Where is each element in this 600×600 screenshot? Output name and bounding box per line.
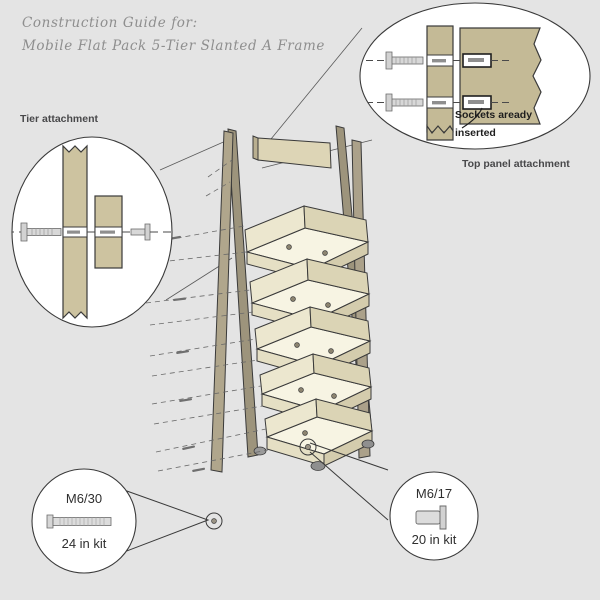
page-title: Construction Guide for: Mobile Flat Pack… — [21, 15, 325, 54]
tier-5 — [264, 398, 374, 467]
tier-attachment-callout: Tier attachment — [11, 113, 173, 328]
detail-bolt-upper — [385, 51, 424, 70]
part-callout-m6-17: M6/17 20 in kit — [309, 442, 479, 561]
dashed-bolt-glyphs — [168, 235, 206, 472]
sockets-note-line-1: Sockets aready — [455, 109, 532, 121]
top-panel-detail-callout: Sockets aready inserted Top panel attach… — [359, 2, 591, 170]
part-quantity-m6-30: 24 in kit — [62, 536, 107, 551]
part-code-m6-30: M6/30 — [66, 491, 102, 506]
bolt-highlight-marker — [299, 438, 317, 456]
leg-front-left — [210, 130, 234, 473]
part-code-m6-17: M6/17 — [416, 486, 452, 501]
casters — [253, 439, 375, 471]
tier-detail-bolt — [20, 222, 62, 242]
part-quantity-m6-17: 20 in kit — [412, 532, 457, 547]
tier-detail-socket — [130, 223, 151, 241]
part-callout-m6-30: M6/30 24 in kit — [31, 468, 223, 574]
top-panel-attachment-label: Top panel attachment — [462, 158, 570, 170]
shelf-assembly — [210, 125, 375, 473]
sockets-note-line-2: inserted — [455, 127, 496, 139]
top-panel-part — [252, 135, 332, 169]
title-line-2: Mobile Flat Pack 5-Tier Slanted A Frame — [21, 38, 325, 54]
title-line-1: Construction Guide for: — [22, 15, 198, 31]
tier-attachment-label: Tier attachment — [20, 113, 98, 125]
long-bolt-icon — [46, 514, 112, 529]
assembly-dashed-lines — [145, 159, 269, 472]
detail-bolt-lower — [385, 93, 424, 112]
short-socket-icon — [415, 505, 447, 530]
tier-1 — [244, 205, 370, 282]
